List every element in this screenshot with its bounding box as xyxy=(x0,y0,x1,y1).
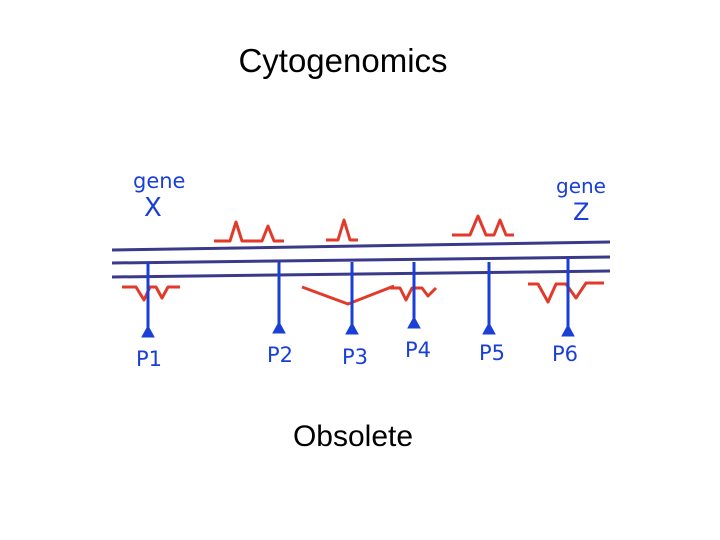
probe-p1 xyxy=(141,262,155,338)
signal-peaks-top xyxy=(214,214,514,243)
probe-p5 xyxy=(482,262,496,335)
probe-p2 xyxy=(272,262,286,334)
probe-labels: P1 P2 P3 P4 P5 P6 xyxy=(136,338,578,371)
signal-peak-2 xyxy=(326,218,358,242)
probe-p3 xyxy=(345,262,359,335)
probe-p4 xyxy=(407,262,421,329)
signal-trough-4 xyxy=(528,281,604,304)
probe-p6 xyxy=(561,258,575,337)
chromosome-line-1 xyxy=(111,240,611,252)
slide-title: Cytogenomics xyxy=(238,42,448,79)
gene-z-label-line1: gene xyxy=(556,174,606,198)
gene-x-label-line1: gene xyxy=(133,169,185,193)
chromosome-lines xyxy=(111,240,611,279)
gene-labels: gene X gene Z xyxy=(133,169,606,226)
slide-caption: Obsolete xyxy=(292,420,414,453)
gene-z-label-line2: Z xyxy=(573,198,589,226)
probes xyxy=(141,258,575,338)
signal-peak-3 xyxy=(452,214,514,237)
probe-label-p1: P1 xyxy=(136,347,162,371)
probe-label-p5: P5 xyxy=(479,341,505,365)
probe-label-p4: P4 xyxy=(405,338,431,362)
probe-label-p6: P6 xyxy=(552,342,578,366)
signal-trough-1 xyxy=(122,285,180,302)
chromosome-line-3 xyxy=(111,269,611,279)
signal-trough-2 xyxy=(301,284,395,306)
signal-trough-3 xyxy=(390,286,438,302)
probe-label-p3: P3 xyxy=(342,345,368,369)
signal-troughs-bottom xyxy=(122,281,604,306)
probe-label-p2: P2 xyxy=(267,343,293,367)
gene-x-label-line2: X xyxy=(144,193,162,223)
chromosome-line-2 xyxy=(111,255,611,265)
signal-peak-1 xyxy=(214,220,284,243)
